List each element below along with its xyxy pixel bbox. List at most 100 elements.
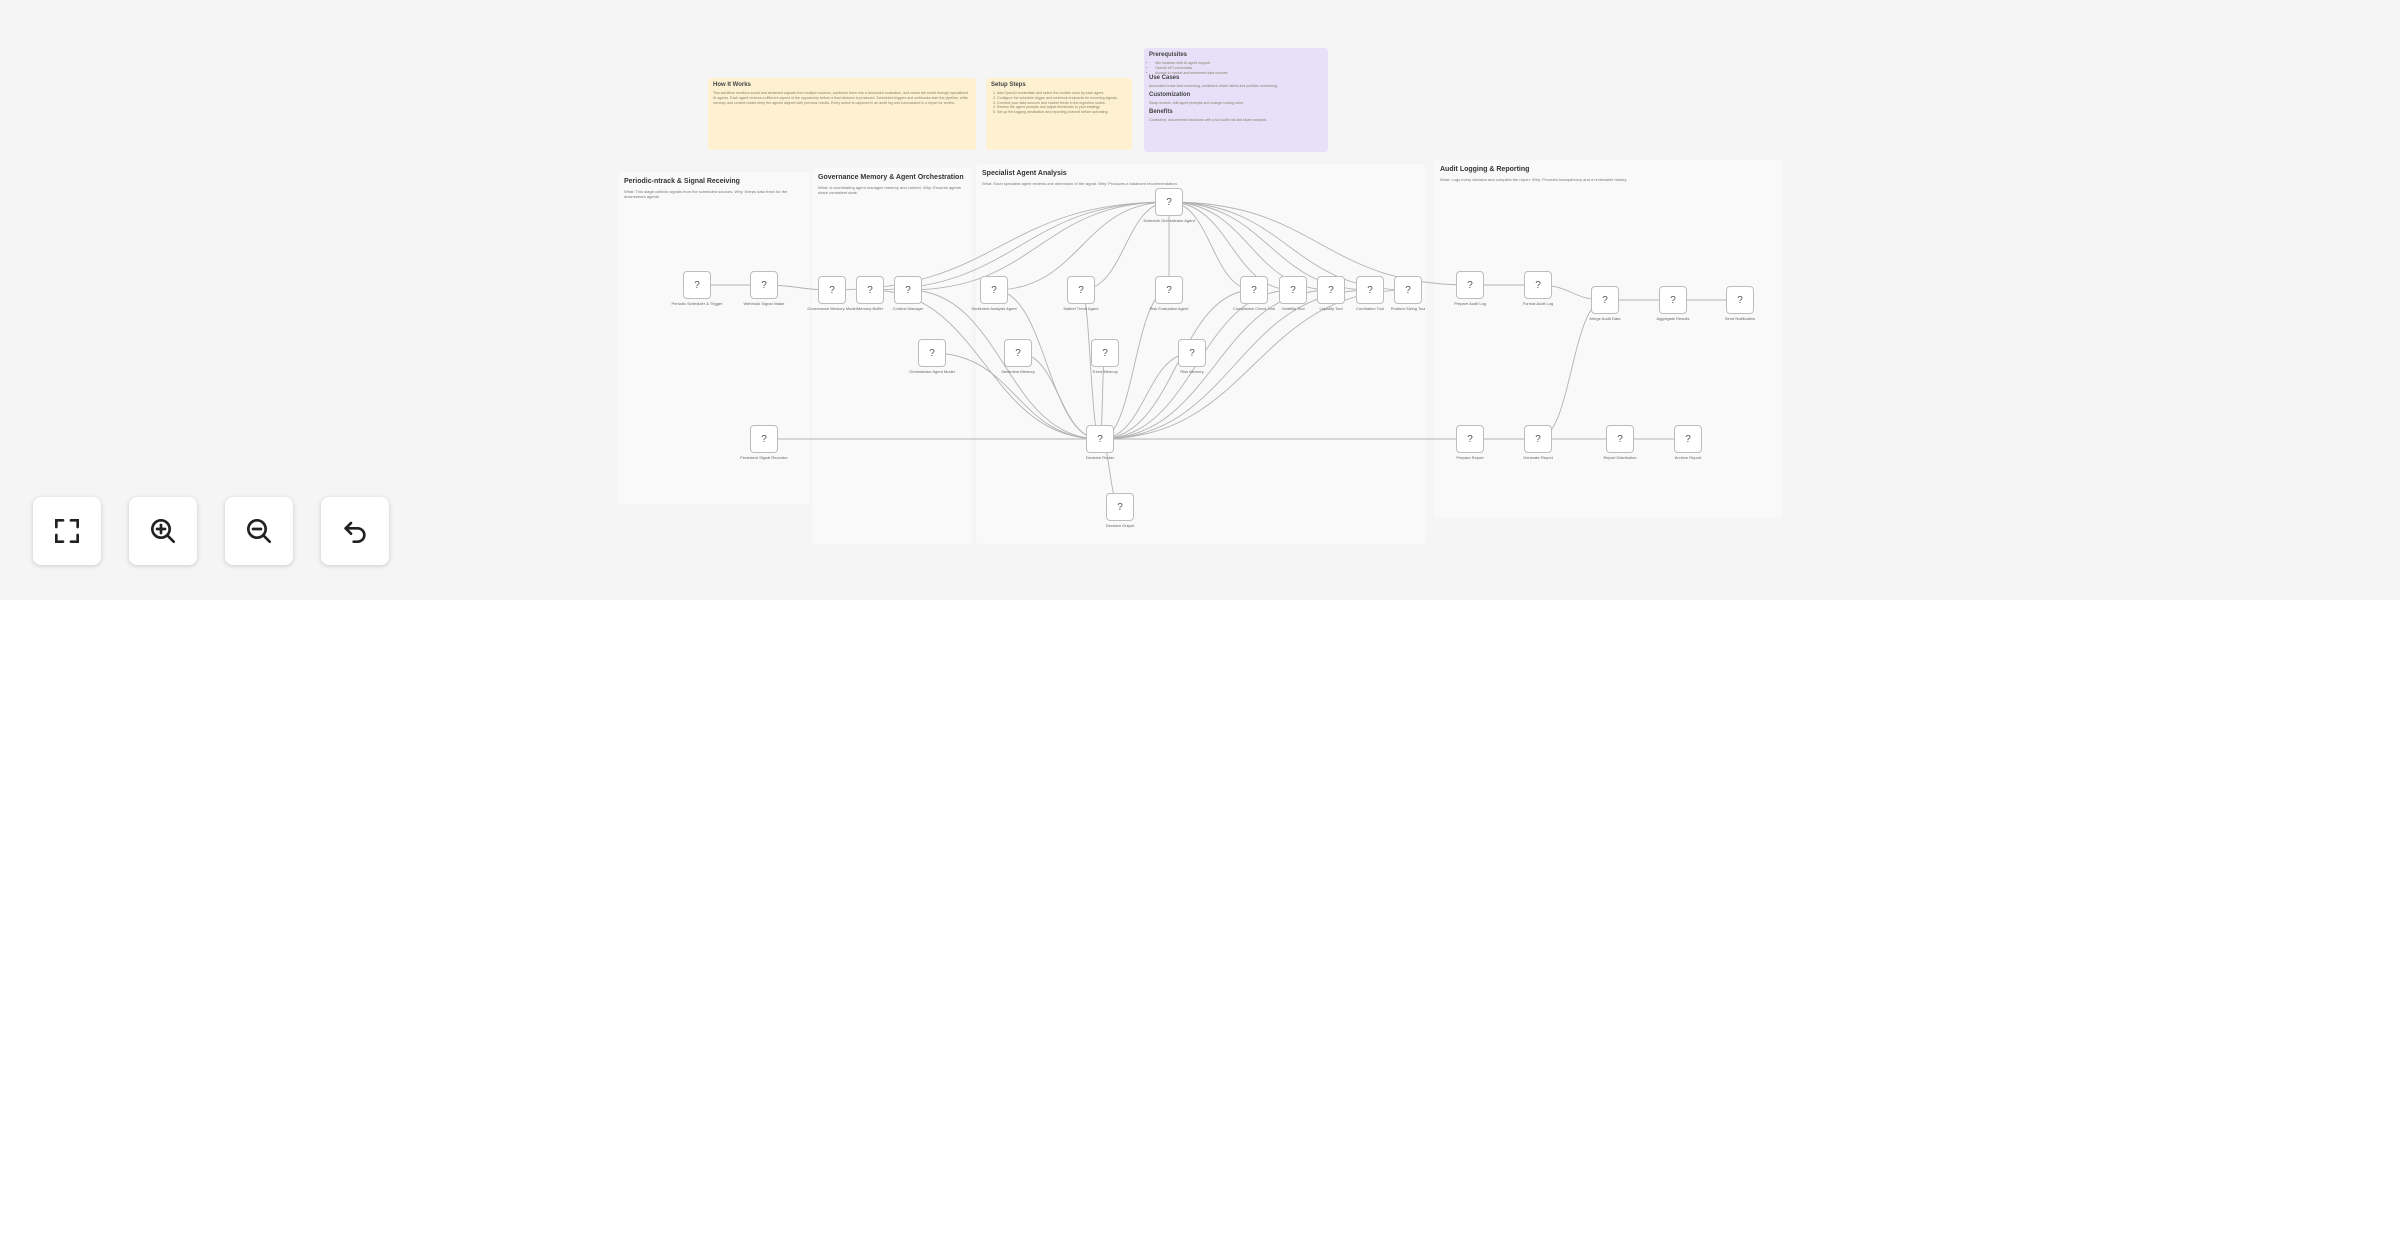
unknown-node-icon: ? (694, 279, 700, 291)
group-title: Periodic-ntrack & Signal Receiving (624, 178, 740, 185)
connection-edge (993, 201, 1170, 291)
node-label: Market Trend Agent (1063, 306, 1099, 311)
workflow-node[interactable]: ? (1356, 276, 1384, 304)
workflow-node[interactable]: ? (1524, 425, 1552, 453)
workflow-node[interactable]: ? (980, 276, 1008, 304)
prerequisite-item: OpenAI API credentials (1155, 66, 1323, 71)
workflow-node[interactable]: ? (1004, 339, 1032, 367)
workflow-node[interactable]: ? (750, 271, 778, 299)
unknown-node-icon: ? (1685, 433, 1691, 445)
node-label: Schedule Orchestrator Agent (1143, 218, 1195, 223)
unknown-node-icon: ? (1117, 501, 1123, 513)
group-title: Governance Memory & Agent Orchestration (818, 174, 964, 181)
setup-step: Review the agent prompts and adjust thre… (997, 105, 1127, 110)
unknown-node-icon: ? (1737, 294, 1743, 306)
unknown-node-icon: ? (1166, 196, 1172, 208)
node-label: Volatility Tool (1281, 306, 1305, 311)
workflow-node[interactable]: ? (1240, 276, 1268, 304)
connection-edge (1168, 201, 1294, 291)
node-label: Format Audit Log (1522, 301, 1554, 306)
workflow-node[interactable]: ? (1178, 339, 1206, 367)
setup-step: Connect your data sources and market fee… (997, 101, 1127, 106)
undo-icon (344, 521, 366, 543)
workflow-node[interactable]: ? (750, 425, 778, 453)
node-label: Risk Evaluation Agent (1149, 306, 1189, 311)
unknown-node-icon: ? (1367, 284, 1373, 296)
unknown-node-icon: ? (1290, 284, 1296, 296)
unknown-node-icon: ? (761, 279, 767, 291)
workflow-node[interactable]: ? (1524, 271, 1552, 299)
workflow-node[interactable]: ? (1674, 425, 1702, 453)
note-body: Automated trade idea screening, sentimen… (1149, 84, 1278, 89)
workflow-node[interactable]: ? (1086, 425, 1114, 453)
workflow-node[interactable]: ? (1091, 339, 1119, 367)
note-how-it-works[interactable]: How It Works This workflow monitors soci… (708, 78, 976, 150)
workflow-node[interactable]: ? (1279, 276, 1307, 304)
note-title: Use Cases (1149, 75, 1180, 82)
group-description: What: A coordinating agent manages memor… (818, 185, 961, 195)
workflow-node[interactable]: ? (818, 276, 846, 304)
zoom-out-icon (247, 519, 271, 543)
note-title: Customization (1149, 92, 1191, 99)
group-title: Specialist Agent Analysis (982, 170, 1067, 177)
node-label: Trend Memory (1092, 369, 1118, 374)
unknown-node-icon: ? (1102, 347, 1108, 359)
workflow-node[interactable]: ? (1659, 286, 1687, 314)
workflow-node[interactable]: ? (1456, 425, 1484, 453)
prerequisite-item: n8n instance with AI agent support (1155, 61, 1323, 66)
node-label: Generate Report (1523, 455, 1553, 460)
fit-view-button[interactable] (33, 497, 101, 565)
unknown-node-icon: ? (991, 284, 997, 296)
note-title: Benefits (1149, 108, 1173, 115)
unknown-node-icon: ? (1467, 279, 1473, 291)
workflow-node[interactable]: ? (1726, 286, 1754, 314)
group-audit-logging: Audit Logging & Reporting What: Logs eve… (1434, 160, 1782, 518)
node-label: Sentiment Memory (1001, 369, 1035, 374)
node-label: Decision Router (1085, 455, 1115, 460)
unknown-node-icon: ? (867, 284, 873, 296)
unknown-node-icon: ? (1670, 294, 1676, 306)
undo-button[interactable] (321, 497, 389, 565)
group-description: What: Logs every decision and compiles t… (1440, 177, 1628, 182)
prerequisite-item: Access to market and sentiment data sour… (1155, 71, 1323, 76)
node-label: Compliance Check Tool (1233, 306, 1275, 311)
connection-edge (831, 201, 1170, 291)
workflow-node[interactable]: ? (1591, 286, 1619, 314)
workflow-node[interactable]: ? (1067, 276, 1095, 304)
note-body: This workflow monitors social and sentim… (713, 91, 969, 105)
note-title: How It Works (713, 82, 751, 88)
workflow-node[interactable]: ? (1155, 188, 1183, 216)
node-label: Decision Output (1105, 523, 1135, 528)
workflow-node[interactable]: ? (1394, 276, 1422, 304)
unknown-node-icon: ? (1097, 433, 1103, 445)
node-label: Liquidity Tool (1319, 306, 1343, 311)
note-setup-steps[interactable]: Setup Steps Add OpenAI credentials and s… (986, 78, 1132, 150)
zoom-out-button[interactable] (225, 497, 293, 565)
workflow-node[interactable]: ? (1106, 493, 1134, 521)
connection-edge (1099, 289, 1409, 440)
workflow-node[interactable]: ? (1456, 271, 1484, 299)
workflow-node[interactable]: ? (1155, 276, 1183, 304)
node-label: Orchestrator Agent Model (909, 369, 955, 374)
note-prerequisites[interactable]: Prerequisites n8n instance with AI agent… (1144, 48, 1328, 152)
node-label: Memory Buffer (856, 306, 884, 311)
unknown-node-icon: ? (761, 433, 767, 445)
node-label: Governance Memory Model (807, 306, 857, 311)
unknown-node-icon: ? (1166, 284, 1172, 296)
zoom-in-button[interactable] (129, 497, 197, 565)
workflow-node[interactable]: ? (856, 276, 884, 304)
connection-edge (869, 289, 1101, 440)
unknown-node-icon: ? (1189, 347, 1195, 359)
workflow-canvas[interactable]: Periodic-ntrack & Signal Receiving What:… (0, 0, 2400, 600)
workflow-node[interactable]: ? (683, 271, 711, 299)
group-description: What: Each specialist agent reviews one … (982, 181, 1178, 186)
node-label: Archive Report (1674, 455, 1702, 460)
workflow-node[interactable]: ? (1317, 276, 1345, 304)
workflow-node[interactable]: ? (918, 339, 946, 367)
note-body: Consistent, documented decisions with a … (1149, 117, 1268, 122)
workflow-node[interactable]: ? (1606, 425, 1634, 453)
zoom-in-icon (151, 519, 175, 543)
node-label: Risk Memory (1180, 369, 1204, 374)
unknown-node-icon: ? (1405, 284, 1411, 296)
workflow-node[interactable]: ? (894, 276, 922, 304)
